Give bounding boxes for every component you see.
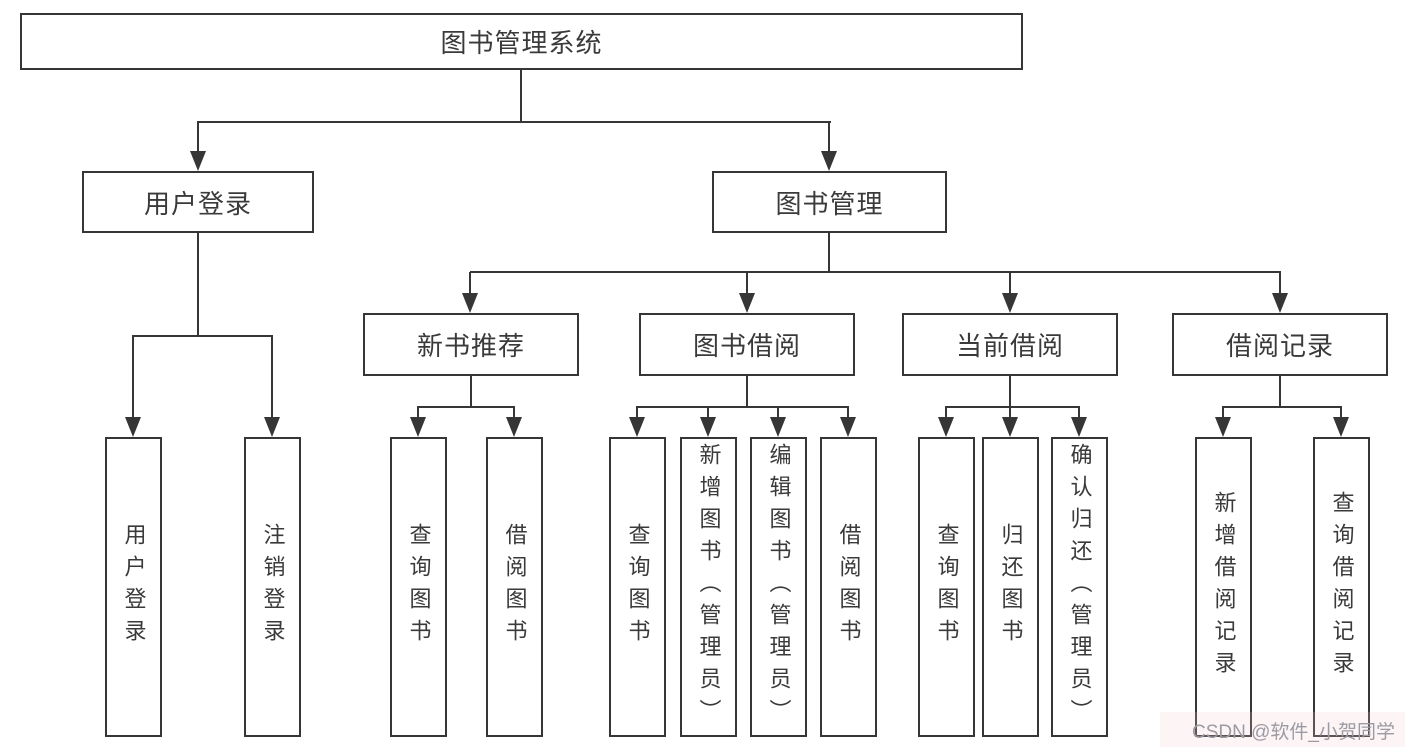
connector-vline [746,376,748,407]
connector-vline [1222,407,1224,420]
connector-vline [1279,272,1281,296]
connector-vline [417,407,419,420]
node-label: 借阅记录 [1225,331,1334,361]
connector-hline [945,406,1080,408]
leaf-label: 查询图书 [934,523,960,651]
connector-hline [132,335,273,337]
arrow-down-icon [700,417,716,437]
node-library-system: 图书管理系统 [20,13,1023,70]
node-label: 图书管理系统 [440,28,603,58]
connector-hline [470,271,1281,273]
connector-hline [636,406,849,408]
node-label: 图书借阅 [692,331,801,361]
node-new-book-recommend: 新书推荐 [363,313,579,376]
arrow-down-icon [264,417,280,437]
leaf-user-login: 用户登录 [105,437,162,737]
arrow-down-icon [506,417,522,437]
leaf-label: 借阅图书 [836,523,862,651]
leaf-label: 新增借阅记录 [1211,491,1237,683]
arrow-down-icon [1002,417,1018,437]
connector-vline [828,121,830,155]
arrow-down-icon [410,417,426,437]
arrow-down-icon [1333,417,1349,437]
connector-hline [1222,406,1342,408]
leaf-return-book: 归还图书 [982,437,1039,737]
connector-vline [828,233,830,272]
leaf-query-books-recommend: 查询图书 [390,437,447,737]
arrow-down-icon [1002,293,1018,313]
leaf-label: 编辑图书（管理员） [766,443,792,731]
leaf-borrow-books-recommend: 借阅图书 [486,437,543,737]
connector-vline [746,272,748,296]
connector-vline [271,336,273,420]
node-user-login: 用户登录 [82,171,314,233]
node-current-borrowing: 当前借阅 [902,313,1118,376]
leaf-label: 注销登录 [260,523,286,651]
node-label: 新书推荐 [416,331,525,361]
leaf-query-books-current: 查询图书 [918,437,975,737]
connector-vline [1078,407,1080,420]
leaf-edit-book-admin: 编辑图书（管理员） [750,437,807,737]
connector-vline [520,70,522,122]
leaf-label: 新增图书（管理员） [696,443,722,731]
leaf-label: 用户登录 [121,523,147,651]
leaf-add-borrow-record: 新增借阅记录 [1195,437,1252,737]
arrow-down-icon [1071,417,1087,437]
leaf-add-book-admin: 新增图书（管理员） [680,437,737,737]
leaf-label: 查询图书 [625,523,651,651]
connector-vline [197,121,199,155]
watermark-background [1160,712,1405,747]
connector-hline [417,406,515,408]
leaf-logout: 注销登录 [244,437,301,737]
leaf-label: 归还图书 [998,523,1024,651]
leaf-query-books-borrowing: 查询图书 [609,437,666,737]
node-label: 当前借阅 [955,331,1064,361]
arrow-down-icon [1272,293,1288,313]
arrow-down-icon [739,293,755,313]
node-book-management: 图书管理 [712,171,947,233]
connector-vline [132,336,134,420]
node-book-borrowing: 图书借阅 [639,313,855,376]
watermark-text: CSDN @软件_小贺同学 [1192,722,1395,743]
connector-vline [707,407,709,420]
arrow-down-icon [821,151,837,171]
connector-vline [636,407,638,420]
leaf-label: 查询图书 [406,523,432,651]
connector-vline [1340,407,1342,420]
arrow-down-icon [1215,417,1231,437]
arrow-down-icon [770,417,786,437]
leaf-borrow-books-borrowing: 借阅图书 [820,437,877,737]
connector-vline [1009,272,1011,296]
connector-vline [469,272,471,296]
leaf-label: 确认归还（管理员） [1067,443,1093,731]
arrow-down-icon [938,417,954,437]
connector-vline [1279,376,1281,407]
connector-vline [847,407,849,420]
node-label: 图书管理 [775,188,884,219]
connector-vline [513,407,515,420]
connector-vline [945,407,947,420]
node-borrowing-records: 借阅记录 [1172,313,1388,376]
connector-vline [777,407,779,420]
arrow-down-icon [190,151,206,171]
connector-vline [470,376,472,407]
arrow-down-icon [125,417,141,437]
node-label: 用户登录 [143,188,252,219]
leaf-confirm-return-admin: 确认归还（管理员） [1051,437,1108,737]
connector-vline [1009,376,1011,407]
leaf-label: 查询借阅记录 [1329,491,1355,683]
arrow-down-icon [462,293,478,313]
connector-vline [197,233,199,336]
arrow-down-icon [629,417,645,437]
leaf-query-borrow-record: 查询借阅记录 [1313,437,1370,737]
connector-vline [1009,407,1011,420]
arrow-down-icon [840,417,856,437]
connector-hline [197,121,831,123]
leaf-label: 借阅图书 [502,523,528,651]
